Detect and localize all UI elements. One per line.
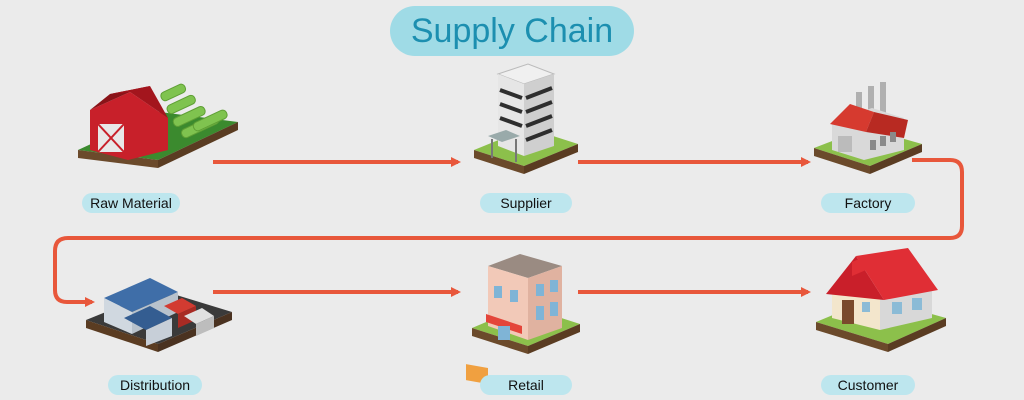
stage-label-supplier: Supplier (480, 193, 572, 213)
barn-field-icon (78, 83, 238, 168)
stage-label-customer: Customer (821, 375, 915, 395)
stage-label-factory: Factory (821, 193, 915, 213)
office-building-icon (474, 63, 578, 174)
stage-label-distribution: Distribution (108, 375, 202, 395)
flow-arrows (53, 157, 964, 307)
house-icon (816, 248, 946, 352)
stage-label-raw-material: Raw Material (82, 193, 180, 213)
diagram-title: Supply Chain (390, 6, 634, 56)
stage-label-retail: Retail (480, 375, 572, 395)
retail-store-icon (466, 254, 580, 385)
warehouse-trucks-icon (86, 278, 232, 352)
factory-icon (814, 82, 922, 174)
arrow-factory-to-distribution (53, 158, 964, 307)
